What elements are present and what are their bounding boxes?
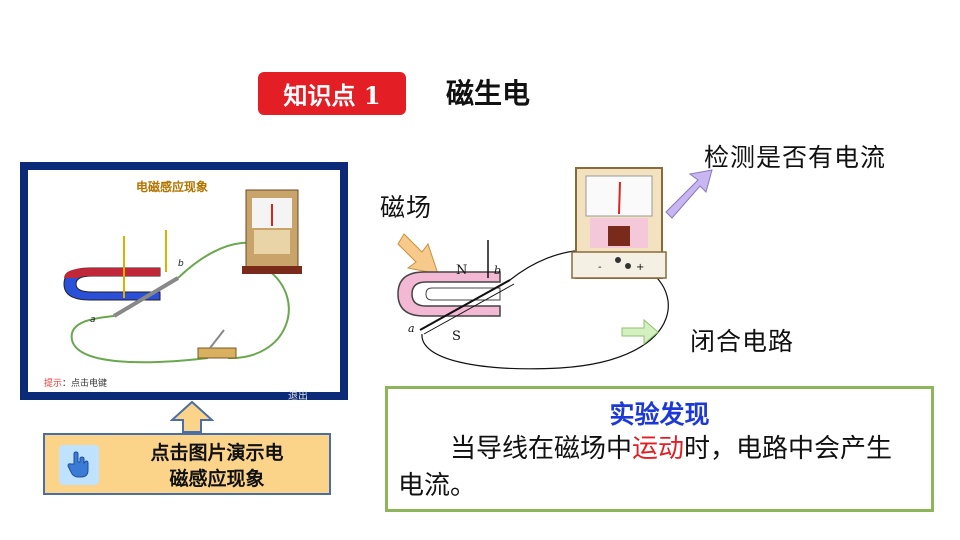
demo-label-a: a <box>90 315 96 325</box>
play-demo-line2: 磁感应现象 <box>169 468 265 490</box>
demo-hint-label: 提示 <box>44 379 63 389</box>
demo-hint-text: ：点击电键 <box>62 379 108 389</box>
result-text-highlight: 运动 <box>632 434 685 464</box>
play-demo-button[interactable]: 点击图片演示电 磁感应现象 <box>43 433 331 495</box>
pole-s-label: S <box>452 329 461 344</box>
closed-circuit-label: 闭合电路 <box>690 327 795 356</box>
result-text-before: 当导线在磁场中 <box>450 434 633 464</box>
demo-label-b: b <box>178 259 184 269</box>
experiment-result-box: 实验发现 当导线在磁场中运动时，电路中会产生电流。 <box>385 386 934 512</box>
play-demo-label: 点击图片演示电 磁感应现象 <box>117 440 317 492</box>
hand-pointer-icon <box>59 445 99 485</box>
detect-current-label: 检测是否有电流 <box>704 143 887 172</box>
page-title: 磁生电 <box>446 77 531 110</box>
experiment-diagram: N S a b - + <box>397 167 713 370</box>
galvanometer-minus: - <box>598 262 602 273</box>
result-text: 当导线在磁场中运动时，电路中会产生电流。 <box>398 431 918 505</box>
result-heading: 实验发现 <box>609 400 710 429</box>
result-text-after: 时，电路中会产生电流。 <box>398 434 893 501</box>
galvanometer-plus: + <box>636 262 644 273</box>
play-demo-line1: 点击图片演示电 <box>150 442 284 464</box>
magnetic-field-label: 磁场 <box>380 193 433 222</box>
demo-hint: 提示：点击电键 <box>44 376 107 389</box>
demo-title: 电磁感应现象 <box>136 180 209 194</box>
conductor-label-a: a <box>408 322 415 335</box>
demo-image[interactable]: 电磁感应现象 a b 提示：点击电键 退出 <box>20 162 348 402</box>
up-arrow-icon <box>170 400 214 433</box>
demo-exit-button[interactable]: 退出 <box>288 391 308 402</box>
demo-screen[interactable]: 电磁感应现象 a b 提示：点击电键 <box>28 170 340 392</box>
demo-illustration: a b <box>63 189 302 364</box>
pole-n-label: N <box>456 263 467 278</box>
conductor-label-b: b <box>494 264 501 277</box>
knowledge-point-badge: 知识点 1 <box>258 72 406 115</box>
